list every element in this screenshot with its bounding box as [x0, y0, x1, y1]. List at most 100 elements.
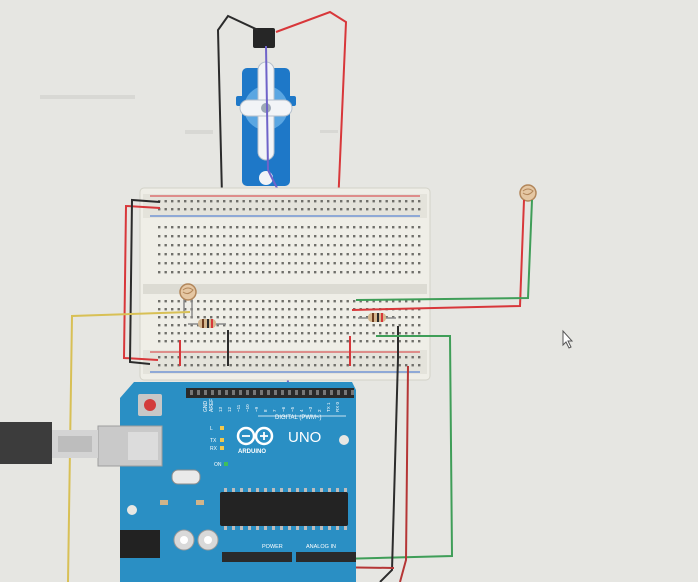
breadboard-hole[interactable]: [405, 271, 408, 274]
breadboard-hole[interactable]: [333, 271, 336, 274]
breadboard-hole[interactable]: [210, 208, 213, 211]
breadboard-hole[interactable]: [372, 364, 375, 367]
breadboard-hole[interactable]: [158, 316, 161, 319]
breadboard-hole[interactable]: [314, 200, 317, 203]
breadboard-hole[interactable]: [340, 271, 343, 274]
breadboard-hole[interactable]: [379, 200, 382, 203]
breadboard-hole[interactable]: [314, 262, 317, 265]
breadboard-hole[interactable]: [210, 308, 213, 311]
breadboard-hole[interactable]: [184, 226, 187, 229]
breadboard-hole[interactable]: [216, 253, 219, 256]
breadboard-hole[interactable]: [346, 208, 349, 211]
breadboard-hole[interactable]: [229, 332, 232, 335]
breadboard-hole[interactable]: [379, 364, 382, 367]
breadboard-hole[interactable]: [314, 316, 317, 319]
breadboard-hole[interactable]: [294, 226, 297, 229]
breadboard-hole[interactable]: [242, 200, 245, 203]
breadboard-hole[interactable]: [411, 364, 414, 367]
breadboard-hole[interactable]: [268, 200, 271, 203]
breadboard-hole[interactable]: [184, 271, 187, 274]
breadboard-hole[interactable]: [307, 262, 310, 265]
breadboard-hole[interactable]: [353, 332, 356, 335]
breadboard-hole[interactable]: [229, 356, 232, 359]
breadboard-hole[interactable]: [359, 226, 362, 229]
breadboard-hole[interactable]: [392, 316, 395, 319]
breadboard-hole[interactable]: [372, 226, 375, 229]
breadboard-hole[interactable]: [294, 208, 297, 211]
breadboard-hole[interactable]: [229, 300, 232, 303]
breadboard-hole[interactable]: [359, 200, 362, 203]
breadboard-hole[interactable]: [229, 340, 232, 343]
breadboard-hole[interactable]: [164, 208, 167, 211]
breadboard-hole[interactable]: [275, 200, 278, 203]
breadboard-hole[interactable]: [164, 324, 167, 327]
header-pin[interactable]: [253, 390, 256, 395]
breadboard-hole[interactable]: [307, 356, 310, 359]
breadboard-hole[interactable]: [255, 356, 258, 359]
breadboard-hole[interactable]: [184, 308, 187, 311]
breadboard-hole[interactable]: [385, 316, 388, 319]
header-pin[interactable]: [218, 390, 221, 395]
breadboard-hole[interactable]: [229, 208, 232, 211]
breadboard-hole[interactable]: [333, 226, 336, 229]
breadboard-hole[interactable]: [301, 235, 304, 238]
breadboard-hole[interactable]: [177, 253, 180, 256]
breadboard-hole[interactable]: [236, 262, 239, 265]
breadboard-hole[interactable]: [385, 262, 388, 265]
breadboard-hole[interactable]: [314, 324, 317, 327]
breadboard-hole[interactable]: [353, 253, 356, 256]
breadboard-hole[interactable]: [411, 244, 414, 247]
breadboard-hole[interactable]: [327, 324, 330, 327]
breadboard-hole[interactable]: [197, 340, 200, 343]
breadboard-hole[interactable]: [418, 244, 421, 247]
breadboard-hole[interactable]: [392, 208, 395, 211]
breadboard-hole[interactable]: [320, 324, 323, 327]
breadboard-hole[interactable]: [190, 271, 193, 274]
breadboard-hole[interactable]: [268, 300, 271, 303]
breadboard-hole[interactable]: [340, 324, 343, 327]
breadboard-hole[interactable]: [171, 308, 174, 311]
breadboard-hole[interactable]: [190, 226, 193, 229]
breadboard-hole[interactable]: [327, 364, 330, 367]
breadboard-hole[interactable]: [223, 253, 226, 256]
breadboard-hole[interactable]: [359, 244, 362, 247]
breadboard-hole[interactable]: [158, 244, 161, 247]
breadboard-hole[interactable]: [301, 316, 304, 319]
breadboard-hole[interactable]: [307, 340, 310, 343]
breadboard-hole[interactable]: [307, 364, 310, 367]
breadboard-hole[interactable]: [164, 244, 167, 247]
breadboard-hole[interactable]: [288, 208, 291, 211]
breadboard-hole[interactable]: [359, 340, 362, 343]
breadboard-hole[interactable]: [392, 300, 395, 303]
breadboard-hole[interactable]: [262, 244, 265, 247]
breadboard-hole[interactable]: [177, 244, 180, 247]
header-pin[interactable]: [260, 390, 263, 395]
breadboard-hole[interactable]: [385, 244, 388, 247]
breadboard-hole[interactable]: [411, 235, 414, 238]
breadboard-hole[interactable]: [242, 324, 245, 327]
breadboard-hole[interactable]: [171, 226, 174, 229]
breadboard-hole[interactable]: [203, 244, 206, 247]
breadboard-hole[interactable]: [333, 364, 336, 367]
breadboard-hole[interactable]: [288, 253, 291, 256]
breadboard-hole[interactable]: [255, 244, 258, 247]
breadboard-hole[interactable]: [210, 244, 213, 247]
wire-yellow-analog[interactable]: [67, 311, 191, 582]
breadboard-hole[interactable]: [353, 271, 356, 274]
breadboard-hole[interactable]: [333, 332, 336, 335]
breadboard-hole[interactable]: [190, 244, 193, 247]
breadboard-hole[interactable]: [288, 271, 291, 274]
breadboard-hole[interactable]: [346, 364, 349, 367]
breadboard-hole[interactable]: [307, 226, 310, 229]
breadboard-hole[interactable]: [346, 253, 349, 256]
breadboard-hole[interactable]: [320, 300, 323, 303]
breadboard-hole[interactable]: [216, 300, 219, 303]
breadboard-hole[interactable]: [398, 300, 401, 303]
breadboard-hole[interactable]: [288, 262, 291, 265]
breadboard-hole[interactable]: [236, 364, 239, 367]
breadboard-hole[interactable]: [379, 208, 382, 211]
breadboard-hole[interactable]: [320, 316, 323, 319]
breadboard-hole[interactable]: [385, 271, 388, 274]
